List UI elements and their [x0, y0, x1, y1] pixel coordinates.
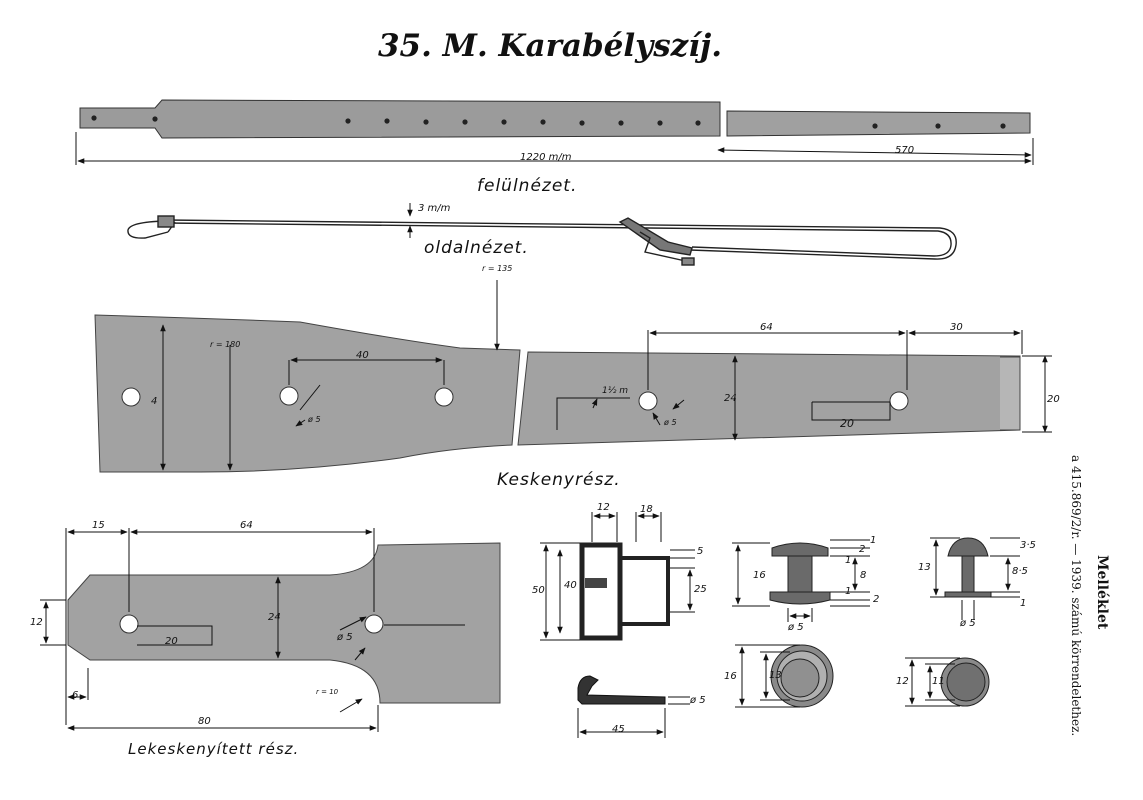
dim-24-b: 24: [268, 612, 281, 623]
dim-width-24-a: 24: [724, 393, 737, 404]
dim-buckle-5: 5: [697, 546, 704, 557]
stud-drawing: [944, 537, 992, 598]
dim-end-length: 570: [895, 145, 915, 156]
dim-tongue-d5: ø 5: [690, 695, 706, 706]
dim-rivet-2b: 2: [873, 594, 880, 605]
dim-rivet-1a: 1: [870, 535, 877, 546]
dim-rivet-1c: 1: [845, 586, 852, 597]
dim-stud-d5: ø 5: [960, 618, 976, 629]
dim-rivet-d5: ø 5: [788, 622, 804, 633]
narrow-part-holes: [121, 386, 909, 411]
rivet-head-top-16: [770, 644, 834, 708]
top-view-caption: felülnézet.: [477, 176, 578, 196]
dim-slot-20-b: 20: [165, 636, 178, 647]
dim-total-length: 1220 m/m: [520, 152, 572, 163]
dim-stud-1: 1: [1020, 598, 1027, 609]
dim-r135: r = 135: [482, 264, 513, 273]
dim-slot-20-a: 20: [840, 417, 854, 430]
dim-80: 80: [198, 716, 211, 727]
dim-rivet-2a: 2: [859, 544, 866, 555]
dim-stud-13: 13: [918, 562, 931, 573]
dim-rivet-8: 8: [860, 570, 867, 581]
tapered-part-holes: [119, 614, 384, 634]
dim-6: 6: [72, 690, 79, 701]
dim-width-a: 4: [151, 396, 158, 407]
stud-head-top-12: [940, 657, 990, 707]
dim-stud-head-11: 11: [932, 676, 945, 687]
dim-rivet-16: 16: [753, 570, 766, 581]
dim-stud-8-5: 8·5: [1012, 566, 1028, 577]
dim-d5-b: ø 5: [664, 418, 677, 427]
dim-stud-head-12: 12: [896, 676, 909, 687]
strap-side-view: [127, 215, 957, 266]
dim-d5-c: ø 5: [337, 632, 353, 643]
dim-buckle-18: 18: [640, 504, 653, 515]
strap-holes-top: [91, 115, 1006, 129]
dim-d5-a: ø 5: [308, 415, 321, 424]
side-view-caption: oldalnézet.: [424, 238, 529, 258]
dim-stud-3-5: 3·5: [1020, 540, 1036, 551]
dim-head-16: 16: [724, 671, 737, 682]
strap-top-view: [79, 99, 1031, 139]
dim-15: 15: [92, 520, 105, 531]
narrow-part-drawing: [94, 314, 1021, 473]
tapered-part-drawing: [67, 542, 501, 704]
dim-buckle-12: 12: [597, 502, 610, 513]
dim-tongue-45: 45: [612, 724, 625, 735]
dim-buckle-50: 50: [532, 585, 545, 596]
dim-64-a: 64: [760, 322, 773, 333]
dim-end-20: 20: [1047, 394, 1060, 405]
dim-r180: r = 180: [210, 340, 241, 349]
dim-r10: r = 10: [316, 688, 339, 696]
dim-30: 30: [950, 322, 963, 333]
dim-hole-spacing-40: 40: [356, 350, 369, 361]
tapered-part-caption: Lekeskenyített rész.: [128, 740, 300, 758]
dim-slot-1-5: 1½ m: [602, 386, 629, 396]
dim-64-b: 64: [240, 520, 253, 531]
dim-buckle-25: 25: [694, 584, 707, 595]
drawing-title: 35. M. Karabélyszíj.: [377, 28, 723, 64]
buckle-drawing: [579, 542, 670, 641]
appendix-title: Melléklet: [1094, 555, 1110, 630]
dim-rivet-1b: 1: [845, 555, 852, 566]
narrow-part-caption: Keskenyrész.: [497, 470, 621, 490]
dim-head-13: 13: [769, 670, 782, 681]
buckle-tongue-drawing: [577, 675, 666, 705]
appendix-reference: a 415.869/2/r. — 1939. számú körrendelet…: [1069, 455, 1083, 737]
rivet-drawing: [769, 542, 831, 605]
dim-12: 12: [30, 617, 43, 628]
dim-buckle-40: 40: [564, 580, 577, 591]
dim-thickness: 3 m/m: [418, 203, 451, 214]
